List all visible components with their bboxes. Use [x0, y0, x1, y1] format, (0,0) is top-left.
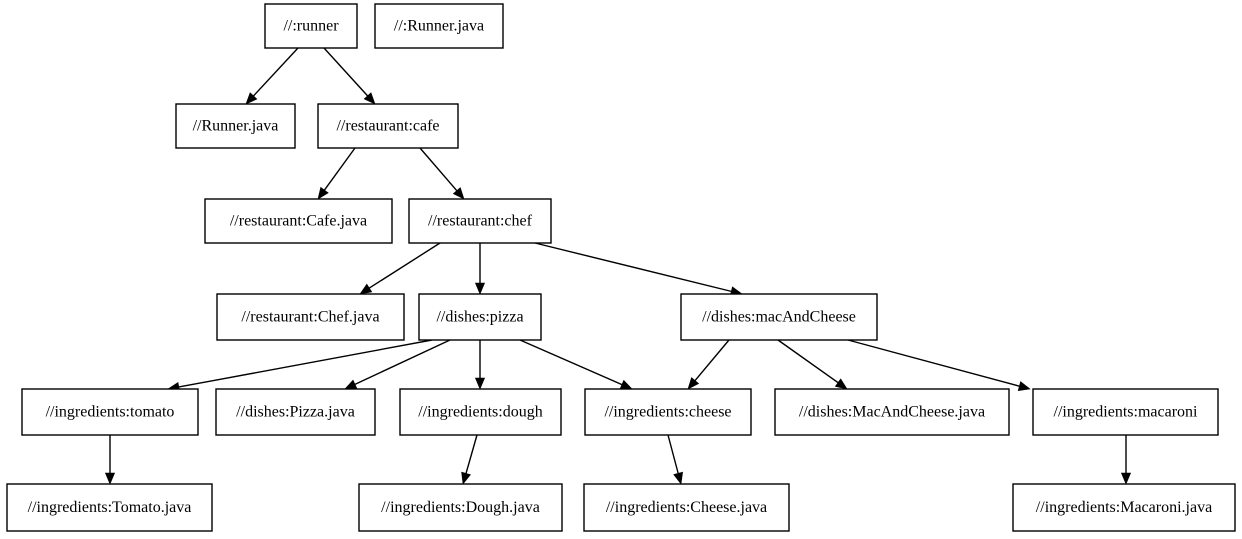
graph-node-label: //Runner.java — [193, 118, 279, 135]
graph-node-runner_java_root[interactable]: //:Runner.java — [374, 3, 504, 49]
graph-node-runner_java[interactable]: //Runner.java — [175, 103, 296, 149]
graph-node-macaroni[interactable]: //ingredients:macaroni — [1032, 388, 1219, 436]
graph-node-label: //dishes:Pizza.java — [236, 404, 355, 421]
graph-node-label: //:runner — [283, 18, 339, 35]
nodes-layer: //:runner //:Runner.java //Runner.java //re… — [6, 3, 1236, 532]
graph-edge — [777, 339, 848, 390]
graph-edge — [323, 47, 376, 105]
graph-edge — [667, 434, 683, 485]
graph-node-label: //dishes:MacAndCheese.java — [799, 404, 985, 421]
graph-edge — [461, 434, 478, 485]
graph-node-cafe_java[interactable]: //restaurant:Cafe.java — [204, 198, 393, 244]
graph-node-label: //ingredients:Cheese.java — [606, 499, 767, 516]
graph-node-cheese_java[interactable]: //ingredients:Cheese.java — [583, 483, 790, 532]
graph-edge — [474, 243, 486, 295]
graph-node-chef_java[interactable]: //restaurant:Chef.java — [216, 293, 405, 341]
graph-node-runner[interactable]: //:runner — [264, 3, 358, 49]
graph-node-label: //ingredients:Macaroni.java — [1036, 499, 1212, 516]
graph-edge — [847, 339, 1031, 391]
graph-edge — [317, 147, 356, 200]
graph-node-pizza_java[interactable]: //dishes:Pizza.java — [215, 388, 376, 436]
graph-node-label: //ingredients:dough — [418, 404, 542, 421]
graph-node-label: //ingredients:macaroni — [1054, 404, 1199, 421]
graph-edge — [359, 242, 441, 295]
graph-edge — [167, 339, 433, 392]
graph-node-label: //dishes:macAndCheese — [702, 309, 856, 326]
graph-node-chef[interactable]: //restaurant:chef — [408, 198, 552, 244]
graph-edge — [245, 47, 299, 105]
graph-node-label: //dishes:pizza — [436, 309, 523, 326]
graph-node-label: //restaurant:chef — [428, 213, 533, 230]
graph-edge — [419, 147, 465, 200]
edges-layer — [104, 47, 1132, 485]
graph-node-label: //restaurant:cafe — [336, 118, 439, 135]
graph-node-macandcheese_java[interactable]: //dishes:MacAndCheese.java — [774, 388, 1010, 436]
graph-node-label: //:Runner.java — [394, 18, 484, 35]
graph-node-tomato_java[interactable]: //ingredients:Tomato.java — [6, 483, 213, 532]
graph-node-label: //ingredients:Dough.java — [381, 499, 540, 516]
graph-edge — [687, 339, 730, 390]
graph-node-label: //ingredients:tomato — [46, 404, 175, 421]
graph-node-label: //restaurant:Cafe.java — [230, 213, 367, 230]
graph-edge — [344, 339, 451, 390]
graph-node-dough[interactable]: //ingredients:dough — [399, 388, 562, 436]
graph-edge — [104, 435, 116, 485]
graph-node-tomato[interactable]: //ingredients:tomato — [21, 388, 199, 436]
graph-edge — [519, 339, 633, 390]
graph-edge — [474, 340, 486, 390]
graph-edge — [1120, 435, 1132, 485]
graph-edge — [534, 242, 743, 297]
graph-node-label: //ingredients:Tomato.java — [28, 499, 192, 516]
graph-node-pizza[interactable]: //dishes:pizza — [418, 293, 542, 341]
graph-node-macaroni_java[interactable]: //ingredients:Macaroni.java — [1012, 483, 1236, 532]
graph-node-dough_java[interactable]: //ingredients:Dough.java — [358, 483, 563, 532]
graph-node-macandcheese[interactable]: //dishes:macAndCheese — [680, 293, 878, 341]
graph-node-cafe[interactable]: //restaurant:cafe — [317, 103, 459, 149]
graph-node-label: //ingredients:cheese — [604, 404, 731, 421]
graph-node-label: //restaurant:Chef.java — [241, 309, 379, 326]
graph-node-cheese[interactable]: //ingredients:cheese — [584, 388, 752, 436]
